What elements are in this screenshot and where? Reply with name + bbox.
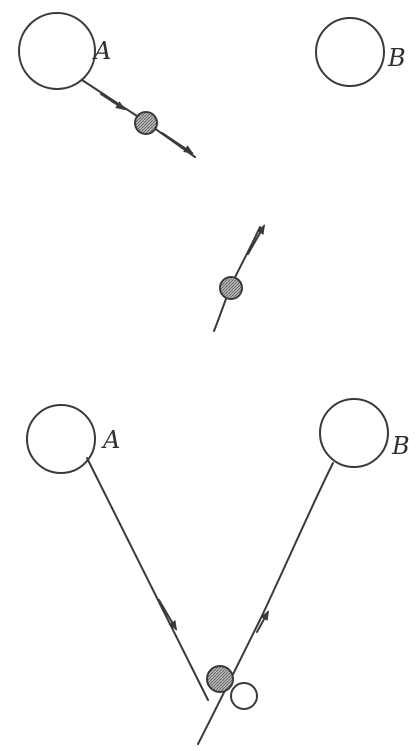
top-moving-ball xyxy=(135,112,157,134)
bottom-scene: A B xyxy=(27,399,410,744)
bottom-label-a: A xyxy=(101,426,120,454)
bottom-path-from-a xyxy=(87,458,208,700)
bottom-ball-a xyxy=(207,666,233,692)
top-trajectory-arrow-2 xyxy=(162,133,192,153)
top-scene: A B xyxy=(19,13,406,157)
bottom-sphere-b xyxy=(320,399,388,467)
middle-moving-ball xyxy=(220,277,242,299)
bottom-path-a-arrow xyxy=(159,600,176,629)
top-label-a: A xyxy=(92,37,111,65)
middle-trajectory-arrow xyxy=(248,226,264,254)
bottom-sphere-a xyxy=(27,405,95,473)
top-label-b: B xyxy=(387,44,406,72)
top-trajectory-arrow-1 xyxy=(101,94,124,109)
top-sphere-a xyxy=(19,13,95,89)
bottom-path-to-b xyxy=(198,463,333,744)
bottom-ball-b xyxy=(231,683,257,709)
middle-scene xyxy=(214,226,264,331)
bottom-label-b: B xyxy=(391,432,410,460)
top-sphere-b xyxy=(316,18,384,86)
